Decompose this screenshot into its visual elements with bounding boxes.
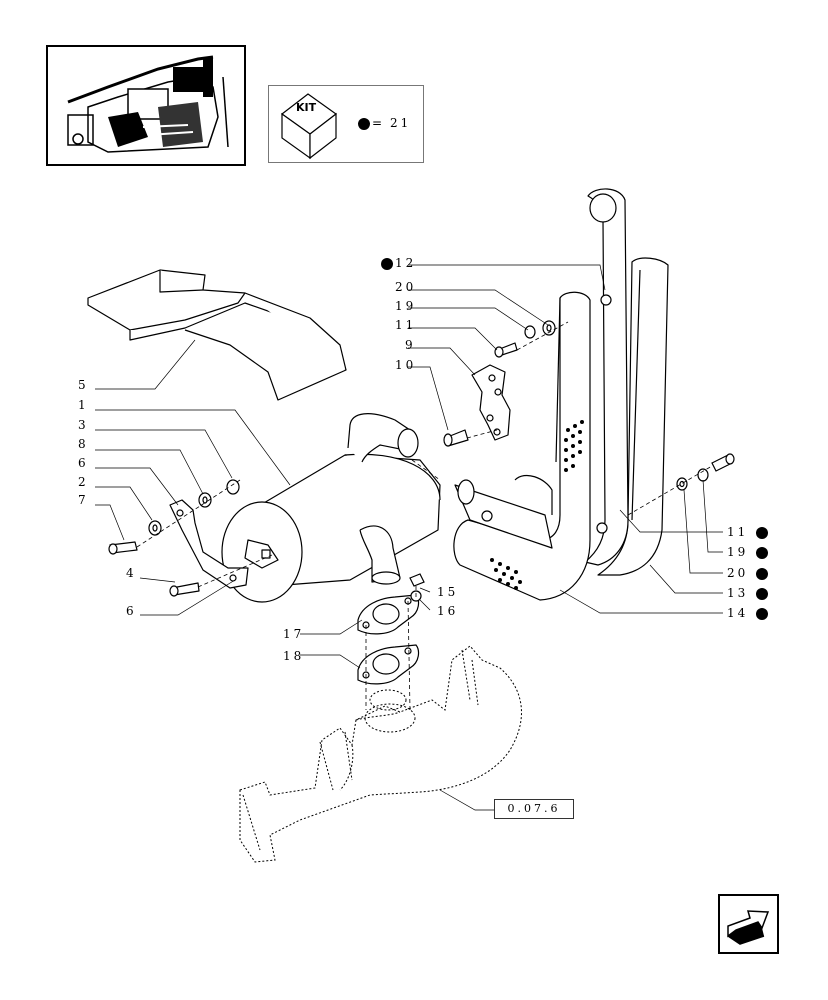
nut-3 xyxy=(226,479,240,495)
callout-11: 11 xyxy=(395,318,417,332)
bolt-10 xyxy=(443,429,469,447)
kit-dot-icon xyxy=(756,568,768,580)
callout-18: 18 xyxy=(283,649,305,663)
washer-8 xyxy=(198,492,212,508)
perforated-guard xyxy=(453,291,591,601)
gaskets xyxy=(357,573,425,685)
callout-10: 10 xyxy=(395,358,417,372)
callout-19-right: 19 xyxy=(727,545,749,559)
kit-dot-icon xyxy=(381,258,393,270)
alignment-lines xyxy=(136,321,713,711)
bolt-4 xyxy=(169,582,200,597)
callout-17: 17 xyxy=(283,627,305,641)
callout-15: 15 xyxy=(437,585,459,599)
bolt-7 xyxy=(108,541,138,555)
callout-13: 13 xyxy=(727,586,749,600)
engine-location-thumbnail[interactable] xyxy=(46,45,246,166)
kit-dot-icon xyxy=(756,547,768,559)
callout-19: 19 xyxy=(395,299,417,313)
thumbnail-drawing xyxy=(67,55,229,153)
perforation-dots xyxy=(490,420,584,590)
washer-2 xyxy=(148,520,162,536)
bolt-11-top xyxy=(494,342,518,358)
callout-6: 6 xyxy=(78,456,89,470)
clamp xyxy=(471,364,511,441)
callout-16: 16 xyxy=(437,604,459,618)
heat-shield xyxy=(87,269,347,401)
callout-7: 7 xyxy=(78,493,89,507)
kit-number: 21 xyxy=(390,116,412,130)
kit-box-icon xyxy=(280,93,338,160)
kit-equals: = xyxy=(372,116,385,130)
kit-label: KIT xyxy=(296,101,317,114)
callout-14: 14 xyxy=(727,606,749,620)
callout-3: 3 xyxy=(78,418,89,432)
callout-12: 12 xyxy=(395,256,417,270)
callout-9: 9 xyxy=(405,338,416,352)
washer-19-top xyxy=(524,325,536,339)
reference-link-box[interactable]: 0.07.6 xyxy=(494,799,574,819)
callout-20-right: 20 xyxy=(727,566,749,580)
exhaust-stack xyxy=(584,188,669,576)
kit-dot-icon xyxy=(756,588,768,600)
callout-5: 5 xyxy=(78,378,89,392)
kit-dot-icon xyxy=(756,527,768,539)
bracket xyxy=(169,499,249,589)
callout-2: 2 xyxy=(78,475,89,489)
next-page-button[interactable] xyxy=(718,894,779,954)
leader-lines xyxy=(95,264,723,811)
callout-4: 4 xyxy=(126,566,137,580)
muffler xyxy=(221,413,441,603)
washer-20-top xyxy=(542,320,556,336)
callout-11-right: 11 xyxy=(727,525,749,539)
kit-dot-icon xyxy=(358,118,370,130)
callout-1: 1 xyxy=(78,398,89,412)
next-page-arrow-icon xyxy=(727,910,770,945)
right-fasteners xyxy=(676,453,735,491)
kit-dot-icon xyxy=(756,608,768,620)
exhaust-manifold xyxy=(239,645,522,863)
callout-8: 8 xyxy=(78,437,89,451)
callout-6b: 6 xyxy=(126,604,137,618)
callout-20: 20 xyxy=(395,280,417,294)
